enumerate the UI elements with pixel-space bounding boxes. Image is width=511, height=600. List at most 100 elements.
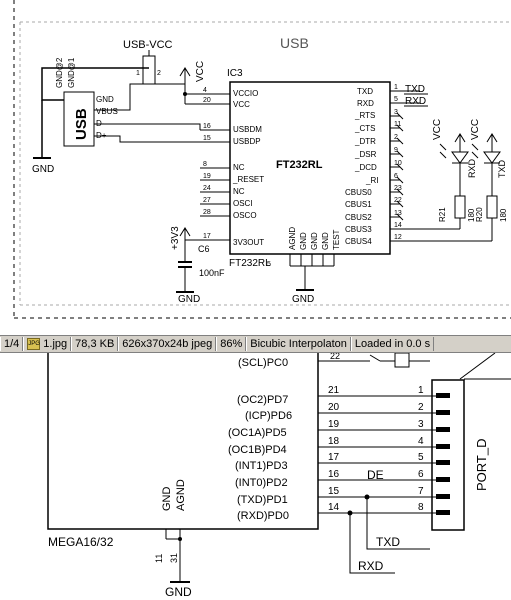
conn-pinnum-1: 1	[418, 385, 424, 396]
filesize: 78,3 KB	[71, 337, 119, 351]
usb-pin-vbus: VBUS	[96, 107, 118, 116]
left-pin-name-4: USBDP	[233, 137, 261, 146]
ic-name: FT232RL	[276, 159, 323, 171]
filename: 1.jpg	[43, 338, 68, 350]
right-pin-name-4: _CTS	[354, 124, 375, 133]
led-txd-label: TXD	[497, 159, 507, 178]
right-pin-name-7: _DCD	[354, 163, 377, 172]
right-pin-num-2: 5	[394, 96, 398, 103]
image-dimensions: 626x370x24b jpeg	[118, 337, 217, 351]
right-pin-num-11: 13	[394, 210, 402, 217]
filename-cell[interactable]: JPG 1.jpg	[23, 337, 72, 351]
r20-value: 180	[499, 208, 508, 222]
right-pin-num-8: 6	[394, 173, 398, 180]
left-pin-num-5: 8	[203, 161, 207, 168]
conn-pinnum-2: 2	[418, 402, 424, 413]
left-pin-name-2: VCC	[233, 100, 250, 109]
left-pin-name-7: NC	[233, 187, 245, 196]
mega-schematic: (SCL)PC0 22 (OC2)PD7 (ICP)PD6 (OC1A)PD5 …	[47, 353, 511, 599]
left-pin-name-10: 3V3OUT	[233, 238, 264, 247]
v33-label: +3V3	[170, 226, 181, 250]
mcu-pin-pd6: (ICP)PD6	[245, 410, 292, 422]
usb-vcc-jumper	[142, 55, 156, 85]
mcu-agnd-pin: AGND	[175, 479, 187, 511]
led-rxd-group: VCC RXD R21 180	[432, 119, 477, 229]
mcu-pinnum-19: 19	[328, 419, 340, 430]
page-indicator[interactable]: 1/4	[0, 337, 24, 351]
mcu-pinnum-17: 17	[328, 452, 340, 463]
txd-net: TXD	[376, 535, 400, 549]
rxd-net: RXD	[358, 559, 384, 573]
mcu-pinnum-16: 16	[328, 469, 340, 480]
cap-ref: C6	[198, 244, 210, 254]
usb-pin-gnd: GND	[96, 95, 114, 104]
usb-connector-body	[63, 91, 95, 147]
right-pin-num-3: 3	[394, 109, 398, 116]
jumper-pin-1: 1	[136, 70, 140, 77]
left-pin-num-1: 4	[203, 87, 207, 94]
mcu-pin-pd2: (INT0)PD2	[235, 477, 288, 489]
jumper-pin-2: 2	[157, 70, 161, 77]
mcu-pinnum-20: 20	[328, 402, 340, 413]
conn-pinnum-5: 5	[418, 452, 424, 463]
mcu-pin-pd4: (OC1B)PD4	[228, 444, 287, 456]
r21-ref: R21	[438, 207, 447, 222]
sheet-title: USB	[280, 35, 309, 51]
usb-schematic: USB USB-VCC 1 2 USB GND@2 GND@1 GND VBUS…	[13, 0, 511, 319]
bottom-pin-gnd-2: GND	[310, 232, 319, 250]
mcu-gnd-label: GND	[165, 585, 192, 599]
ic-footer-pin: 5	[267, 261, 271, 268]
right-pin-num-5: 2	[394, 134, 398, 141]
mcu-pin-pd7: (OC2)PD7	[237, 394, 288, 406]
mcu-partial-num: 22	[330, 353, 340, 361]
mcu-pin-11: 11	[154, 554, 164, 563]
conn-pinnum-6: 6	[418, 469, 424, 480]
mcu-pinnum-14: 14	[328, 502, 340, 513]
viewer-statusbar: 1/4 JPG 1.jpg 78,3 KB 626x370x24b jpeg 8…	[0, 335, 511, 353]
left-pin-name-9: OSCO	[233, 211, 257, 220]
bottom-pin-test: TEST	[332, 229, 341, 250]
usb-connector-label: USB	[73, 108, 90, 140]
right-pin-num-12: 14	[394, 222, 402, 229]
left-pin-name-3: USBDM	[233, 125, 262, 134]
left-pin-num-8: 27	[203, 197, 211, 204]
txd-net-label: TXD	[405, 84, 425, 95]
zoom-level[interactable]: 86%	[216, 337, 247, 351]
mcu-pin-pd0: (RXD)PD0	[237, 510, 289, 522]
usb-gnd-label: GND	[32, 164, 54, 175]
ic-ref: IC3	[227, 68, 243, 79]
right-pin-name-6: _DSR	[354, 150, 377, 159]
r20-ref: R20	[475, 207, 484, 222]
bottom-schematic-pane[interactable]: (SCL)PC0 22 (OC2)PD7 (ICP)PD6 (OC1A)PD5 …	[0, 353, 511, 600]
top-schematic-pane[interactable]: USB USB-VCC 1 2 USB GND@2 GND@1 GND VBUS…	[0, 0, 511, 335]
mcu-partial-pin: (SCL)PC0	[238, 357, 288, 369]
mcu-pinnum-21: 21	[328, 385, 340, 396]
right-pin-num-7: 10	[394, 160, 402, 167]
mcu-name: MEGA16/32	[48, 535, 114, 549]
right-pin-name-5: _DTR	[354, 137, 376, 146]
port-d-connector	[431, 379, 465, 531]
right-pin-name-10: CBUS1	[345, 200, 372, 209]
conn-pinnum-7: 7	[418, 486, 424, 497]
right-pin-num-13: 12	[394, 234, 402, 241]
right-pin-name-13: CBUS4	[345, 237, 372, 246]
right-pin-name-8: _RI	[365, 176, 378, 185]
conn-pinnum-8: 8	[418, 502, 424, 513]
de-label: DE	[367, 468, 384, 482]
left-pin-num-7: 24	[203, 185, 211, 192]
right-pin-num-1: 1	[394, 84, 398, 91]
port-d-label: PORT_D	[474, 439, 489, 492]
right-pin-name-1: TXD	[357, 87, 373, 96]
mcu-pin-pd5: (OC1A)PD5	[228, 427, 287, 439]
rxd-net-label: RXD	[405, 96, 426, 107]
led-rxd-label: RXD	[467, 158, 477, 178]
right-pin-name-2: RXD	[357, 99, 374, 108]
right-pin-num-4: 11	[394, 121, 401, 128]
left-pin-num-9: 28	[203, 209, 211, 216]
ic-gnd-label: GND	[292, 294, 314, 305]
right-pin-num-9: 23	[394, 185, 402, 192]
jpg-file-icon: JPG	[27, 338, 41, 350]
mcu-pin-31: 31	[169, 553, 179, 563]
cap-gnd-label: GND	[178, 294, 200, 305]
interpolation-mode[interactable]: Bicubic Interpolaton	[246, 337, 351, 351]
